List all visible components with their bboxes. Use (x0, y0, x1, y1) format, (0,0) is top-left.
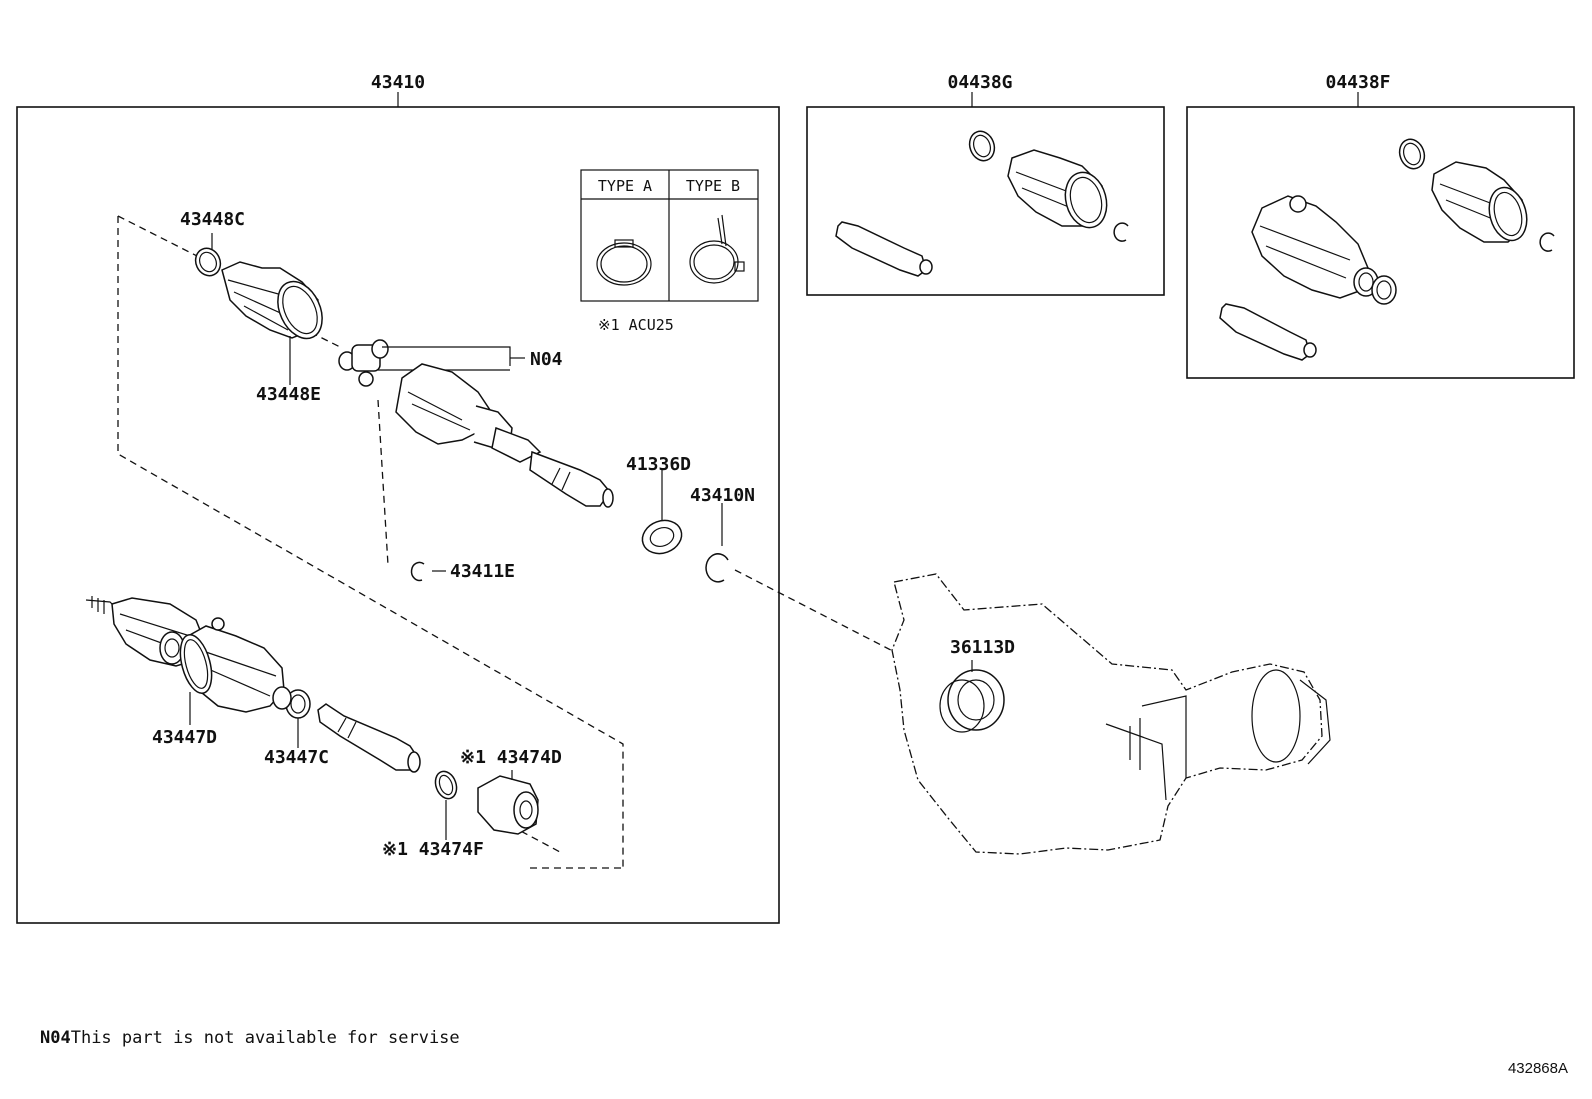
clamp-type-a-icon (596, 242, 652, 286)
outer-joint-assembly[interactable] (85, 596, 285, 713)
snap-ring-43410N[interactable] (705, 553, 729, 583)
type-b-label: TYPE B (686, 177, 740, 195)
label-43410N[interactable]: 43410N (690, 485, 755, 506)
label-41336D[interactable]: 41336D (626, 454, 691, 475)
label-43411E[interactable]: 43411E (450, 561, 515, 582)
axle-shaft[interactable] (317, 703, 421, 773)
kit-F-grease-tube[interactable] (1219, 303, 1317, 361)
type-a-label: TYPE A (598, 177, 652, 195)
clamp-type-b-icon (689, 240, 739, 284)
label-43447D[interactable]: 43447D (152, 727, 217, 748)
kit-G-boot[interactable] (1007, 149, 1113, 232)
frame-04438F (1186, 106, 1575, 379)
footnote-text: This part is not available for servise (70, 1028, 460, 1048)
frame-04438G (806, 106, 1165, 296)
type-table-note: ※1 ACU25 (598, 316, 674, 334)
kit-F-snap-ring[interactable] (1539, 232, 1555, 252)
label-N04[interactable]: N04 (530, 349, 563, 370)
drawing-reference-number: 432868A (1507, 1060, 1568, 1077)
damper-clamp-43474F[interactable] (432, 768, 460, 801)
footnote-code: N04 (40, 1028, 71, 1048)
label-43474F[interactable]: ※1 43474F (382, 839, 484, 860)
inner-stub-shaft[interactable] (491, 426, 614, 508)
kit-F-outer-boot[interactable] (1251, 195, 1369, 299)
label-43474D[interactable]: ※1 43474D (460, 747, 562, 768)
kit-F-clamp-small[interactable] (1396, 136, 1429, 172)
kit-G-clamp-small[interactable] (966, 128, 999, 164)
label-43410[interactable]: 43410 (371, 72, 425, 93)
oil-seal-36113D[interactable] (939, 669, 1005, 733)
kit-G-snap-ring[interactable] (1113, 222, 1129, 242)
outer-boot-clamp-large[interactable] (175, 631, 218, 696)
inner-boot-clamp-small[interactable] (191, 244, 225, 280)
inner-boot-clamp-large[interactable] (269, 274, 331, 345)
kit-G-grease-tube[interactable] (835, 221, 933, 277)
label-43447C[interactable]: 43447C (264, 747, 329, 768)
kit-F-inner-boot[interactable] (1431, 161, 1532, 245)
frame-43410 (16, 106, 780, 924)
oil-seal-41336D[interactable] (638, 515, 687, 559)
label-04438G[interactable]: 04438G (947, 72, 1012, 93)
kit-F-clamp-pair[interactable] (1353, 267, 1397, 305)
dynamic-damper-43474D[interactable] (477, 775, 539, 835)
clamp-type-table: TYPE A TYPE B (580, 169, 759, 302)
tripod-joint[interactable] (338, 339, 389, 387)
transaxle-case (891, 573, 1331, 855)
label-04438F[interactable]: 04438F (1325, 72, 1390, 93)
outer-boot-clamp-small[interactable] (272, 686, 311, 719)
label-36113D[interactable]: 36113D (950, 637, 1015, 658)
footnote: N04This part is not available for servis… (40, 1028, 460, 1048)
label-43448C[interactable]: 43448C (180, 209, 245, 230)
label-43448E[interactable]: 43448E (256, 384, 321, 405)
clip-43411E[interactable] (410, 561, 425, 582)
